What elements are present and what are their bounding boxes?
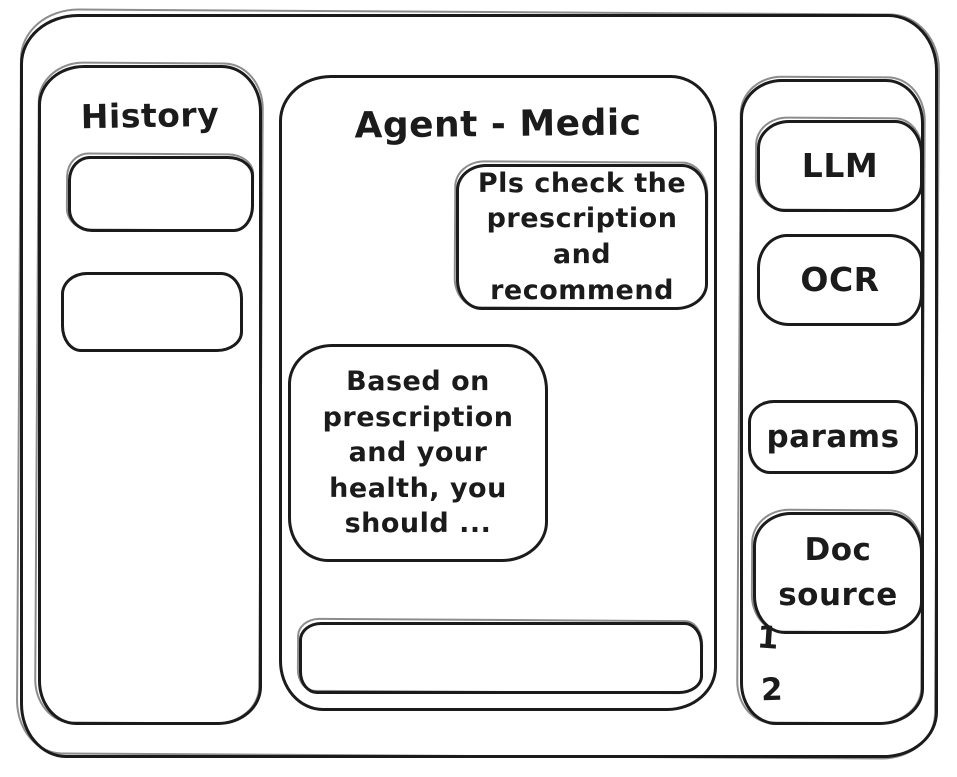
history-title: History — [80, 94, 220, 137]
chat-input[interactable] — [299, 622, 703, 694]
chat-panel: Agent - Medic Pls check the prescription… — [279, 75, 717, 711]
llm-button[interactable]: LLM — [757, 120, 923, 212]
doc-source-item-1[interactable]: 1 — [755, 619, 781, 657]
history-sidebar: History — [38, 65, 262, 725]
user-message-bubble: Pls check the prescription and recommend — [456, 164, 708, 310]
ocr-button[interactable]: OCR — [757, 234, 923, 326]
chat-title: Agent - Medic — [354, 102, 642, 147]
doc-source-button[interactable]: Doc source — [753, 512, 923, 634]
app-frame: History Agent - Medic Pls check the pres… — [20, 14, 938, 758]
history-item-1[interactable] — [68, 156, 254, 232]
doc-source-item-2[interactable]: 2 — [760, 671, 784, 709]
tools-sidebar: LLM OCR params Doc source 1 2 — [740, 79, 924, 725]
params-button[interactable]: params — [748, 400, 918, 474]
history-item-2[interactable] — [61, 272, 243, 352]
assistant-message-bubble: Based on prescription and your health, y… — [288, 344, 548, 562]
